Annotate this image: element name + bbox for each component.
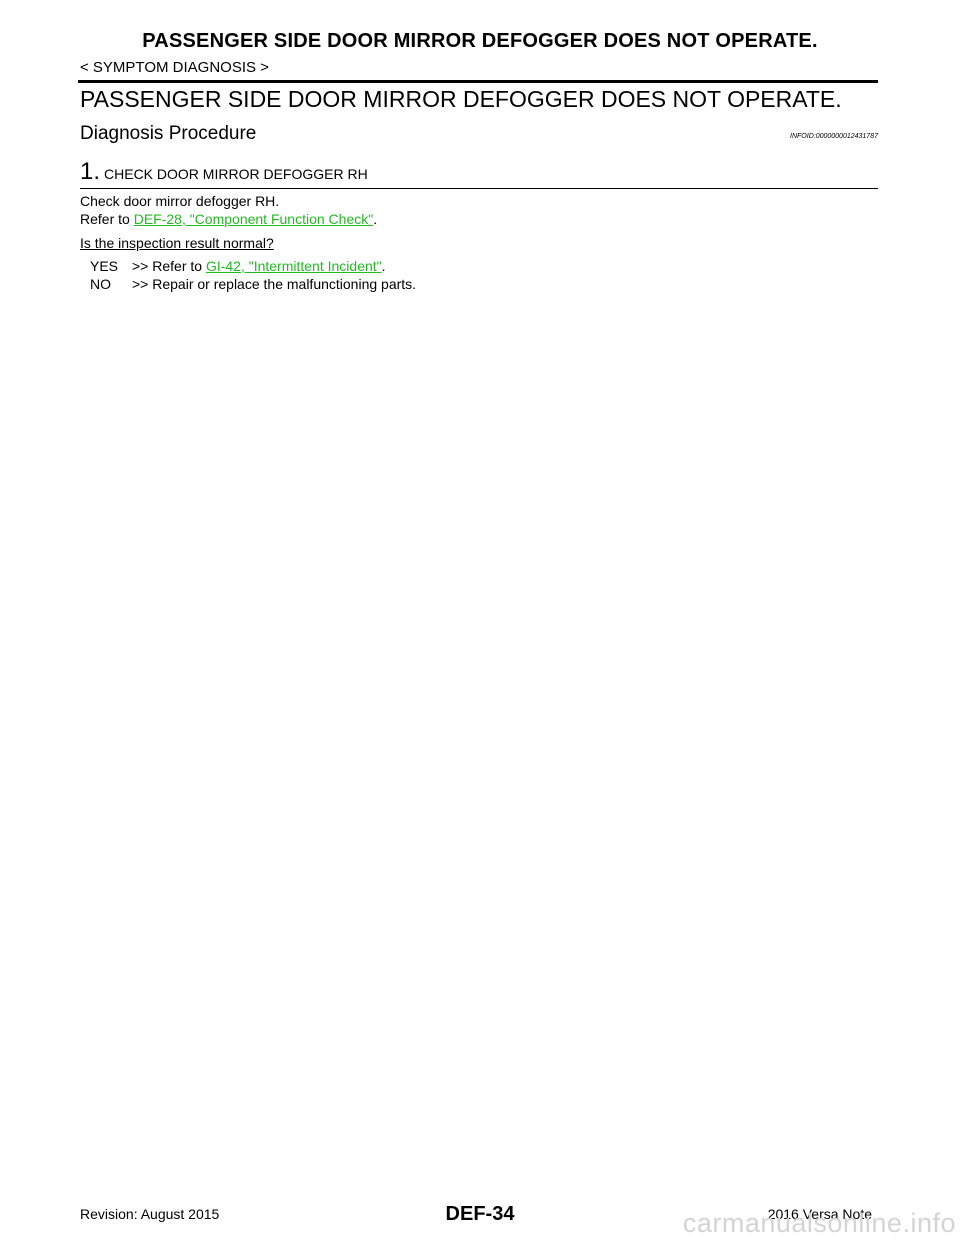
step-title: CHECK DOOR MIRROR DEFOGGER RH xyxy=(104,166,368,182)
gi-42-link[interactable]: GI-42, "Intermittent Incident" xyxy=(205,258,382,274)
result-no-text: >> Repair or replace the malfunctioning … xyxy=(132,276,417,292)
header-divider xyxy=(78,80,878,83)
result-yes: YES >> Refer to GI-42, "Intermittent Inci… xyxy=(90,257,386,275)
result-yes-suffix: . xyxy=(381,258,386,274)
info-id: INFOID:0000000012431787 xyxy=(790,133,878,140)
breadcrumb: < SYMPTOM DIAGNOSIS > xyxy=(80,59,269,76)
page-code: DEF-34 xyxy=(445,1203,515,1225)
inspection-question: Is the inspection result normal? xyxy=(80,235,274,251)
result-no-key: NO xyxy=(90,276,111,292)
step-heading: 1.CHECK DOOR MIRROR DEFOGGER RH xyxy=(80,158,368,186)
refer-line: Refer to DEF-28, "Component Function Che… xyxy=(80,210,377,228)
revision-date: Revision: August 2015 xyxy=(80,1206,220,1222)
vehicle-model: 2016 Versa Note xyxy=(767,1206,872,1222)
step-number: 1. xyxy=(80,158,101,185)
refer-prefix: Refer to xyxy=(80,211,134,227)
def-28-link[interactable]: DEF-28, "Component Function Check" xyxy=(133,211,374,227)
step-instruction: Check door mirror defogger RH. xyxy=(80,193,280,209)
watermark: carmanualsonline.info xyxy=(682,1208,956,1238)
refer-suffix: . xyxy=(373,211,378,227)
page-title: PASSENGER SIDE DOOR MIRROR DEFOGGER DOES… xyxy=(142,30,818,52)
result-no: NO >> Repair or replace the malfunctionin… xyxy=(90,275,416,293)
result-yes-key: YES xyxy=(90,258,119,274)
subsection-title: Diagnosis Procedure xyxy=(80,123,257,144)
result-yes-text: >> Refer to xyxy=(132,258,206,274)
step-divider xyxy=(80,188,878,189)
section-title: PASSENGER SIDE DOOR MIRROR DEFOGGER DOES… xyxy=(80,86,842,112)
